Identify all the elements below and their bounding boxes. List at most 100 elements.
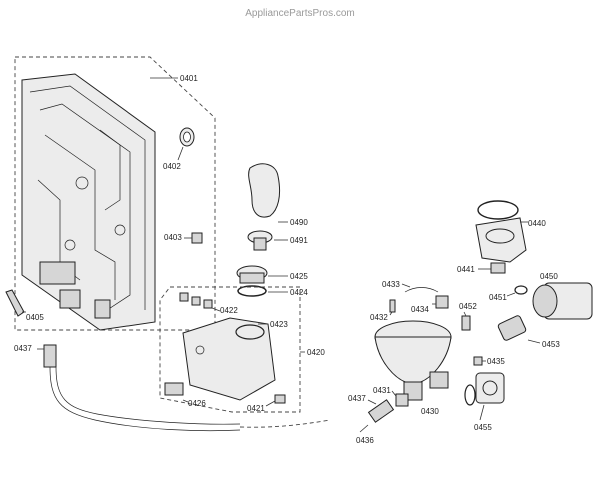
sensor-0426-body <box>164 382 184 396</box>
part-0455-drain-pump[interactable] <box>475 372 505 421</box>
tank-panel-group <box>14 56 216 331</box>
watermark-text: AppliancePartsPros.com <box>245 8 355 19</box>
part-0405-clip[interactable] <box>5 289 26 317</box>
tank-port-1 <box>75 176 89 190</box>
label-0401: 0401 <box>180 74 198 83</box>
fitting-0431-body <box>395 393 409 407</box>
seal-ring-inner <box>183 131 191 143</box>
label-0422: 0422 <box>220 306 238 315</box>
part-0451-clamp[interactable] <box>506 285 528 297</box>
connector-0453-body <box>497 315 527 341</box>
part-0453-hose-connector[interactable] <box>497 315 541 344</box>
part-0490-dispenser[interactable] <box>248 163 288 223</box>
part-0403-fitting[interactable] <box>184 232 203 244</box>
label-0437b: 0437 <box>348 394 366 403</box>
label-0423: 0423 <box>270 320 288 329</box>
leader-0437b <box>367 399 377 405</box>
pump-motor-0450-face <box>532 284 558 318</box>
part-0402-seal[interactable] <box>177 127 195 161</box>
gasket-0456-ring <box>464 384 476 406</box>
label-0405: 0405 <box>26 313 44 322</box>
label-0433: 0433 <box>382 280 400 289</box>
label-0403: 0403 <box>164 233 182 242</box>
seal-0441-body <box>490 262 506 274</box>
part-0432-screw[interactable] <box>389 299 396 316</box>
label-0436: 0436 <box>356 436 374 445</box>
leader-0433 <box>401 283 411 288</box>
assembly-0420-boundary <box>159 286 301 413</box>
part-0456-gasket[interactable] <box>464 384 476 406</box>
grommet-0422-a <box>179 292 189 302</box>
part-0452-clamp[interactable] <box>461 311 471 331</box>
part-0426-sensor[interactable] <box>164 382 189 403</box>
tank-channel-1 <box>39 103 131 319</box>
label-0440: 0440 <box>528 219 546 228</box>
screw-0432-body <box>389 299 396 313</box>
label-0425: 0425 <box>290 272 308 281</box>
label-0455: 0455 <box>474 423 492 432</box>
part-0424-gasket[interactable] <box>237 285 288 297</box>
clip-0434-body <box>435 295 449 309</box>
label-0450: 0450 <box>540 272 558 281</box>
lid-0425-body <box>239 272 265 284</box>
cap-0491-stem <box>253 237 267 251</box>
hose-end-0436-body <box>367 399 395 423</box>
tank-bottom-fitting <box>39 261 76 285</box>
part-0420-assembly[interactable] <box>159 286 305 413</box>
tank-port-3 <box>64 239 76 251</box>
drain-pump-0455-port <box>482 380 498 396</box>
assembly-0420-ring <box>235 324 265 340</box>
clamp-0452-body <box>461 315 471 331</box>
part-0436-hose-end[interactable] <box>359 399 395 433</box>
leader-0422 <box>211 307 221 312</box>
label-0437: 0437 <box>14 344 32 353</box>
label-0426: 0426 <box>188 399 206 408</box>
dispenser-0490-body <box>248 163 281 218</box>
tank-panel-body[interactable] <box>21 73 156 331</box>
tank-panel-edge <box>29 85 146 310</box>
leader-0455 <box>479 404 485 421</box>
label-0421: 0421 <box>247 404 265 413</box>
part-0430-sump[interactable] <box>374 320 452 410</box>
part-0425-lid[interactable] <box>236 265 288 284</box>
label-0402: 0402 <box>163 162 181 171</box>
pump-0440-body <box>475 217 527 263</box>
hose-0437-line-b <box>55 366 241 425</box>
part-0431-fitting[interactable] <box>391 390 409 407</box>
leader-0432 <box>389 311 393 316</box>
part-0491-cap[interactable] <box>247 230 288 251</box>
label-0491: 0491 <box>290 236 308 245</box>
tank-channel-2 <box>44 134 116 300</box>
leader-0453 <box>527 339 541 344</box>
leader-0452 <box>463 311 467 317</box>
label-0431: 0431 <box>373 386 391 395</box>
label-0452: 0452 <box>459 302 477 311</box>
tank-bottom-clip <box>94 299 111 319</box>
leader-0421 <box>265 400 276 407</box>
assembly-0420-body <box>182 317 276 401</box>
part-0440-pump-housing[interactable] <box>475 200 528 263</box>
hose-dash-segment <box>239 419 331 428</box>
part-0441-seal[interactable] <box>478 262 506 274</box>
part-0450-pump-motor[interactable] <box>532 275 593 320</box>
pump-0440-port <box>485 228 515 244</box>
label-0490: 0490 <box>290 218 308 227</box>
label-0420: 0420 <box>307 348 325 357</box>
part-0433-bracket[interactable] <box>401 283 439 293</box>
fitting-0403-body <box>191 232 203 244</box>
pump-0440-ring <box>477 200 519 220</box>
hose-0437-line-a <box>49 366 241 432</box>
leader-0436 <box>359 424 369 433</box>
drain-pump-0455-body <box>475 372 505 404</box>
part-0434-clip[interactable] <box>432 295 449 309</box>
screw-0421-body <box>274 394 286 404</box>
part-0437-hose[interactable] <box>37 344 331 432</box>
label-0432: 0432 <box>370 313 388 322</box>
gasket-0424-ring <box>237 285 267 297</box>
part-0435-screw[interactable] <box>473 356 486 366</box>
leader-0431 <box>391 390 397 397</box>
part-0421-screw[interactable] <box>265 394 286 407</box>
label-0430: 0430 <box>421 407 439 416</box>
